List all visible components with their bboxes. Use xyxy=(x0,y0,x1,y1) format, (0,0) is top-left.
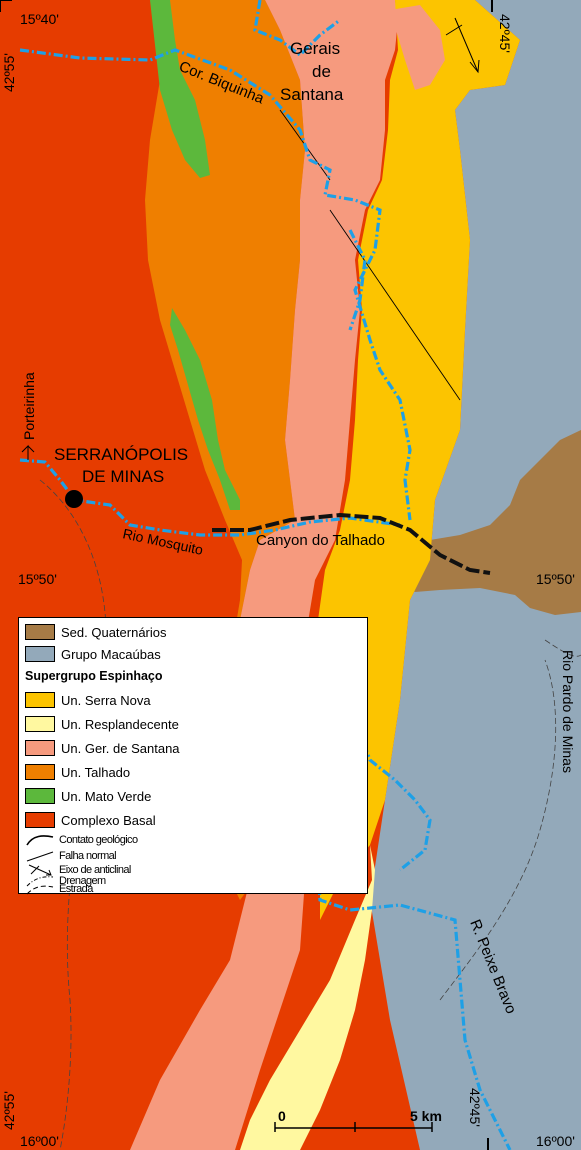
label-scale-five: 5 km xyxy=(410,1108,442,1124)
legend-label-serra-nova: Un. Serra Nova xyxy=(61,692,151,708)
scale-bar xyxy=(274,1122,433,1132)
road-1 xyxy=(39,479,107,1150)
map-legend: Sed. Quaternários Grupo Macaúbas Supergr… xyxy=(18,617,368,896)
road-3 xyxy=(544,639,581,657)
label-lon-top-left: 42º55' xyxy=(1,53,17,92)
anticline-cross xyxy=(445,24,463,36)
legend-row-quaternarios: Sed. Quaternários xyxy=(25,622,167,642)
legend-swatch-resplandecente xyxy=(25,716,55,732)
legend-swatch-talhado xyxy=(25,764,55,780)
label-lat-bottom-left: 16º00' xyxy=(20,1133,59,1149)
legend-swatch-gerais-santana xyxy=(25,740,55,756)
legend-label-quaternarios: Sed. Quaternários xyxy=(61,624,167,640)
label-lat-mid-left: 15º50' xyxy=(18,571,57,587)
legend-symbol-falha xyxy=(26,851,54,862)
legend-swatch-quaternarios xyxy=(25,624,55,640)
legend-row-talhado: Un. Talhado xyxy=(25,762,130,782)
label-porteirinha: Porteirinha xyxy=(21,372,37,440)
legend-row-contato: Contato geológico xyxy=(25,832,138,848)
unit-resplandecente xyxy=(240,845,375,1150)
drain-top xyxy=(253,0,341,58)
legend-swatch-macaubas xyxy=(25,646,55,662)
legend-row-serra-nova: Un. Serra Nova xyxy=(25,690,151,710)
legend-label-drenagem: Drenagem xyxy=(59,875,106,887)
label-gerais: Gerais xyxy=(290,39,340,58)
drain-mosquito xyxy=(19,458,401,537)
legend-label-macaubas: Grupo Macaúbas xyxy=(61,646,161,662)
legend-swatch-complexo-basal xyxy=(25,812,55,828)
porteirinha-arrow xyxy=(21,444,35,460)
label-de: de xyxy=(312,62,331,81)
unit-sed-quaternarios xyxy=(400,430,581,615)
label-lon-bottom-left: 42º55' xyxy=(1,1091,17,1130)
legend-symbol-drenagem xyxy=(26,876,54,887)
legend-swatch-mato-verde xyxy=(25,788,55,804)
legend-row-resplandecente: Un. Resplandecente xyxy=(25,714,179,734)
label-scale-zero: 0 xyxy=(278,1108,286,1124)
drain-peixe-bravo-2 xyxy=(313,829,512,1150)
label-rio-pardo: Rio Pardo de Minas xyxy=(560,650,576,773)
canyon-trail xyxy=(212,512,491,575)
legend-row-supergrupo: Supergrupo Espinhaço xyxy=(25,666,163,686)
legend-label-falha: Falha normal xyxy=(59,850,117,862)
label-serranopolis: SERRANÓPOLIS xyxy=(54,445,188,464)
legend-label-complexo-basal: Complexo Basal xyxy=(61,812,156,828)
fault-line-1 xyxy=(329,209,461,401)
legend-row-gerais-santana: Un. Ger. de Santana xyxy=(25,738,180,758)
legend-symbol-contato xyxy=(26,835,54,846)
unit-gerais-santana xyxy=(130,0,398,1150)
legend-label-estrada: Estrada xyxy=(59,883,93,895)
legend-row-complexo-basal: Complexo Basal xyxy=(25,810,156,830)
legend-row-eixo: Eixo de anticlinal xyxy=(25,862,131,878)
label-canyon: Canyon do Talhado xyxy=(256,532,385,549)
legend-row-mato-verde: Un. Mato Verde xyxy=(25,786,151,806)
legend-label-mato-verde: Un. Mato Verde xyxy=(61,788,152,804)
legend-row-falha: Falha normal xyxy=(25,848,117,864)
unit-mato-verde-mid xyxy=(170,308,240,510)
legend-label-eixo: Eixo de anticlinal xyxy=(59,864,131,876)
legend-symbol-estrada xyxy=(26,885,54,895)
road-2 xyxy=(439,659,557,1001)
drainage-network xyxy=(19,0,512,1150)
label-santana: Santana xyxy=(280,85,344,104)
label-lat-mid-right: 15º50' xyxy=(536,571,575,587)
unit-mato-verde-north xyxy=(150,0,210,178)
legend-row-drenagem: Drenagem xyxy=(25,874,106,888)
legend-label-talhado: Un. Talhado xyxy=(61,764,131,780)
label-de-minas: DE MINAS xyxy=(82,467,164,486)
label-lat-top-left: 15º40' xyxy=(20,11,59,27)
drain-peixe-bravo xyxy=(338,679,432,872)
unit-serra-nova-outcrop xyxy=(390,5,445,90)
drain-cor-biquinha xyxy=(19,48,412,521)
legend-row-estrada: Estrada xyxy=(25,882,93,896)
drain-branch-1 xyxy=(348,229,367,331)
legend-label-contato: Contato geológico xyxy=(59,834,138,846)
legend-heading-supergrupo: Supergrupo Espinhaço xyxy=(25,669,163,683)
anticline-arrow-head xyxy=(469,59,480,74)
legend-row-macaubas: Grupo Macaúbas xyxy=(25,644,161,664)
serranopolis-town-marker xyxy=(65,490,83,508)
label-lon-bottom-right: 42º45' xyxy=(467,1088,483,1127)
legend-swatch-serra-nova xyxy=(25,692,55,708)
legend-label-resplandecente: Un. Resplandecente xyxy=(61,716,179,732)
label-lon-top-right: 42º45' xyxy=(497,14,513,53)
unit-talhado xyxy=(145,0,305,900)
legend-symbol-eixo xyxy=(28,864,52,876)
legend-label-gerais-santana: Un. Ger. de Santana xyxy=(61,740,180,756)
label-lat-bottom-right: 16º00' xyxy=(536,1133,575,1149)
